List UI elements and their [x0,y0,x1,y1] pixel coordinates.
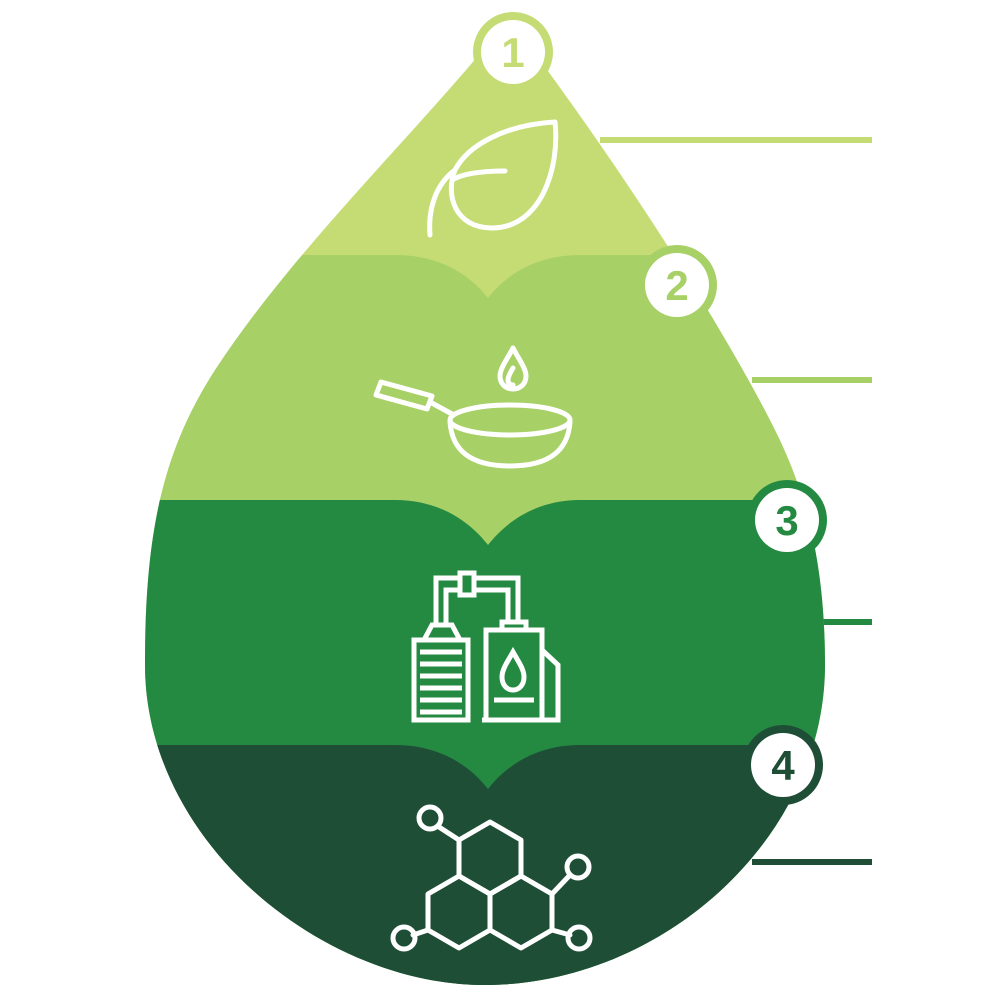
molecule-icon [390,804,593,952]
drop-layer-4 [145,745,825,985]
number-badge-2: 2 [637,245,717,325]
number-badge-4: 4 [743,725,823,805]
frying-pan-oil-drop-icon [373,345,573,469]
leaf-icon [427,119,559,238]
number-label-1: 1 [501,29,524,76]
number-label-3: 3 [775,497,798,544]
number-label-2: 2 [665,262,688,309]
number-badge-3: 3 [747,480,827,560]
number-badge-1: 1 [473,12,553,92]
number-label-4: 4 [771,742,795,789]
refinery-tanks-icon [411,570,561,723]
